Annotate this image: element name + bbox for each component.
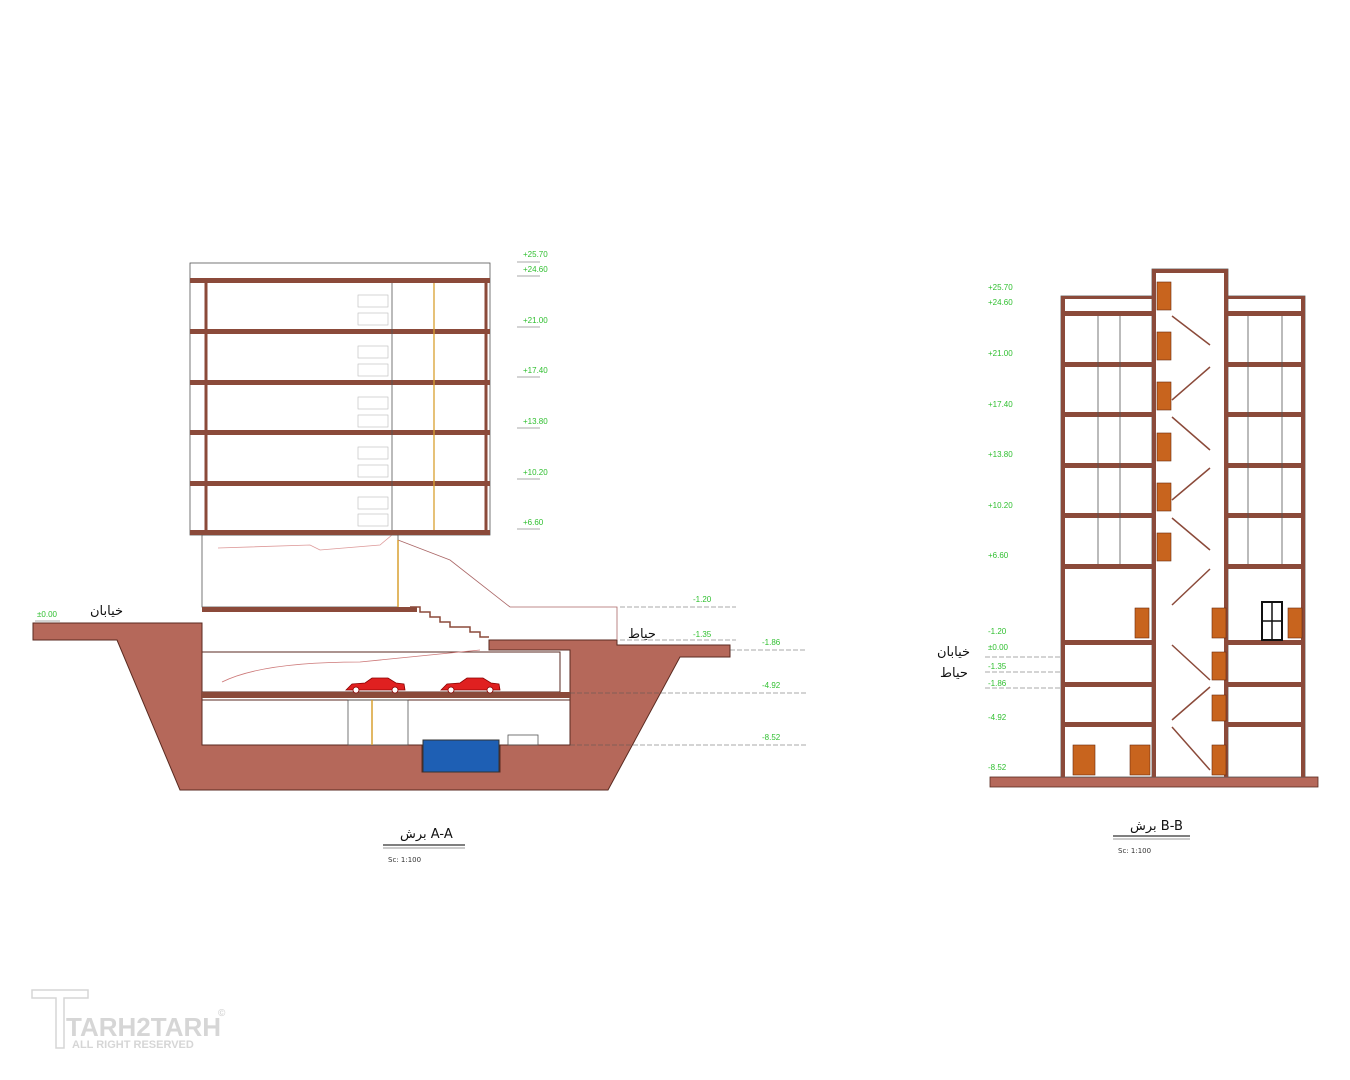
level-marker: -1.35	[693, 630, 712, 639]
level-marker: +24.60	[988, 298, 1013, 307]
car-1	[345, 677, 406, 694]
level-marker: +13.80	[523, 417, 548, 426]
basement-level2-void	[201, 699, 571, 746]
entry-stairs	[410, 606, 489, 638]
watermark-brand: TARH2TARH	[66, 1012, 221, 1042]
level-marker: ±0.00	[37, 610, 58, 619]
watermark-t-mark	[31, 989, 89, 1049]
level-marker: +25.70	[988, 283, 1013, 292]
ramp-line	[221, 649, 481, 683]
level-marker: +21.00	[988, 349, 1013, 358]
level-marker: +10.20	[523, 468, 548, 477]
basement-box	[507, 734, 539, 746]
level-marker: -1.86	[988, 679, 1007, 688]
watermark-subtitle: ALL RIGHT RESERVED	[72, 1039, 194, 1051]
ground-floor-a	[201, 534, 399, 608]
lobby-ceiling-line	[217, 534, 393, 551]
level-marker: -1.20	[693, 595, 712, 604]
section-b-scale: Sc: 1:100	[1118, 847, 1151, 855]
level-marker: +24.60	[523, 265, 548, 274]
level-marker: +21.00	[523, 316, 548, 325]
section-a-a: +25.70 +24.60 +21.00 +17.40 +13.80 +10.2…	[32, 250, 806, 864]
section-b-b: +25.70 +24.60 +21.00 +17.40 +13.80 +10.2…	[937, 268, 1319, 855]
slabs-b	[1061, 269, 1305, 777]
level-marker: -1.86	[762, 638, 781, 647]
street-label: خیابان	[90, 604, 123, 619]
level-marker: +6.60	[988, 551, 1009, 560]
watermark-copyright: ©	[218, 1008, 226, 1019]
section-b-title: برش B-B	[1130, 819, 1183, 834]
level-marker: ±0.00	[988, 643, 1009, 652]
level-marker: +25.70	[523, 250, 548, 259]
exterior-ramp-line	[397, 539, 618, 640]
street-label-b: خیابان	[937, 645, 970, 660]
level-marker: -4.92	[762, 681, 781, 690]
level-markers-b: +25.70 +24.60 +21.00 +17.40 +13.80 +10.2…	[985, 283, 1061, 772]
car-2	[440, 677, 501, 694]
stair-flights	[1171, 315, 1211, 771]
pool	[422, 739, 500, 773]
level-marker: +6.60	[523, 518, 544, 527]
lower-slab-a	[202, 692, 570, 698]
section-a-title: برش A-A	[400, 827, 453, 842]
level-marker: -4.92	[988, 713, 1007, 722]
level-marker: -1.35	[988, 662, 1007, 671]
level-marker: -8.52	[988, 763, 1007, 772]
watermark-logo: TARH2TARH © ALL RIGHT RESERVED	[31, 989, 226, 1051]
section-a-scale: Sc: 1:100	[388, 856, 421, 864]
level-marker: +10.20	[988, 501, 1013, 510]
basement-partition	[347, 699, 409, 746]
doors-b	[1072, 281, 1303, 776]
level-markers-a: +25.70 +24.60 +21.00 +17.40 +13.80 +10.2…	[35, 250, 806, 746]
level-marker: +17.40	[523, 366, 548, 375]
ground-slab-a	[202, 607, 417, 612]
yard-label: حیاط	[628, 627, 656, 642]
level-marker: -1.20	[988, 627, 1007, 636]
yard-label-b: حیاط	[940, 666, 968, 681]
section-b-base	[989, 776, 1319, 788]
level-marker: -8.52	[762, 733, 781, 742]
partitions-b	[1097, 316, 1283, 564]
level-marker: +13.80	[988, 450, 1013, 459]
upper-floors-a	[189, 262, 491, 536]
level-marker: +17.40	[988, 400, 1013, 409]
